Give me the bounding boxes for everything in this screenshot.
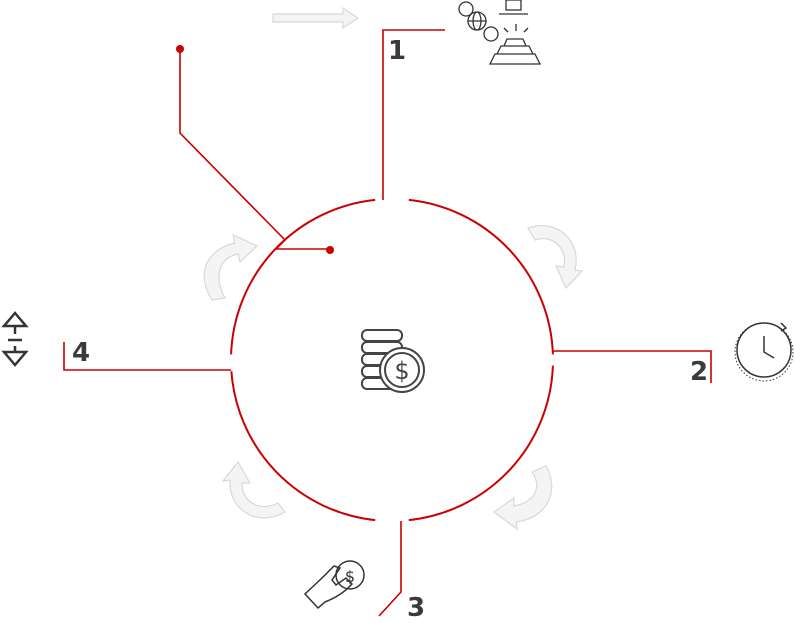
connector-step-4 (63, 342, 231, 371)
curved-arrow-icon (203, 233, 259, 301)
ring-arc-2 (408, 365, 554, 522)
curved-arrow-icon (221, 460, 286, 519)
pointer-line (179, 49, 330, 250)
hand-coin-dollar-symbol: $ (345, 567, 355, 586)
pointer-dot-start (176, 45, 184, 53)
connector-step-2 (553, 350, 712, 383)
step-number-2: 2 (690, 357, 709, 387)
up-down-arrows-icon (1, 311, 29, 367)
ring-arc-3 (230, 371, 376, 522)
curved-arrow-icon (492, 465, 553, 531)
ring-arc-1 (408, 198, 554, 355)
pointer-dot-end (326, 246, 334, 254)
coin-stack-dollar-icon (361, 329, 425, 393)
curved-arrow-icon (527, 225, 584, 290)
connector-step-1 (382, 29, 445, 200)
step-number-3: 3 (407, 593, 426, 623)
finance-globe-gold-icon (458, 0, 542, 65)
hand-coin-icon (303, 560, 365, 610)
center-dollar-symbol: $ (394, 357, 409, 385)
ring-arc-4 (230, 198, 376, 355)
cycle-ring (230, 198, 554, 522)
step-number-4: 4 (72, 338, 91, 368)
step-number-1: 1 (388, 36, 407, 66)
straight-arrow-icon (272, 6, 360, 30)
clock-icon (734, 322, 794, 382)
connector-step-3 (378, 521, 402, 617)
